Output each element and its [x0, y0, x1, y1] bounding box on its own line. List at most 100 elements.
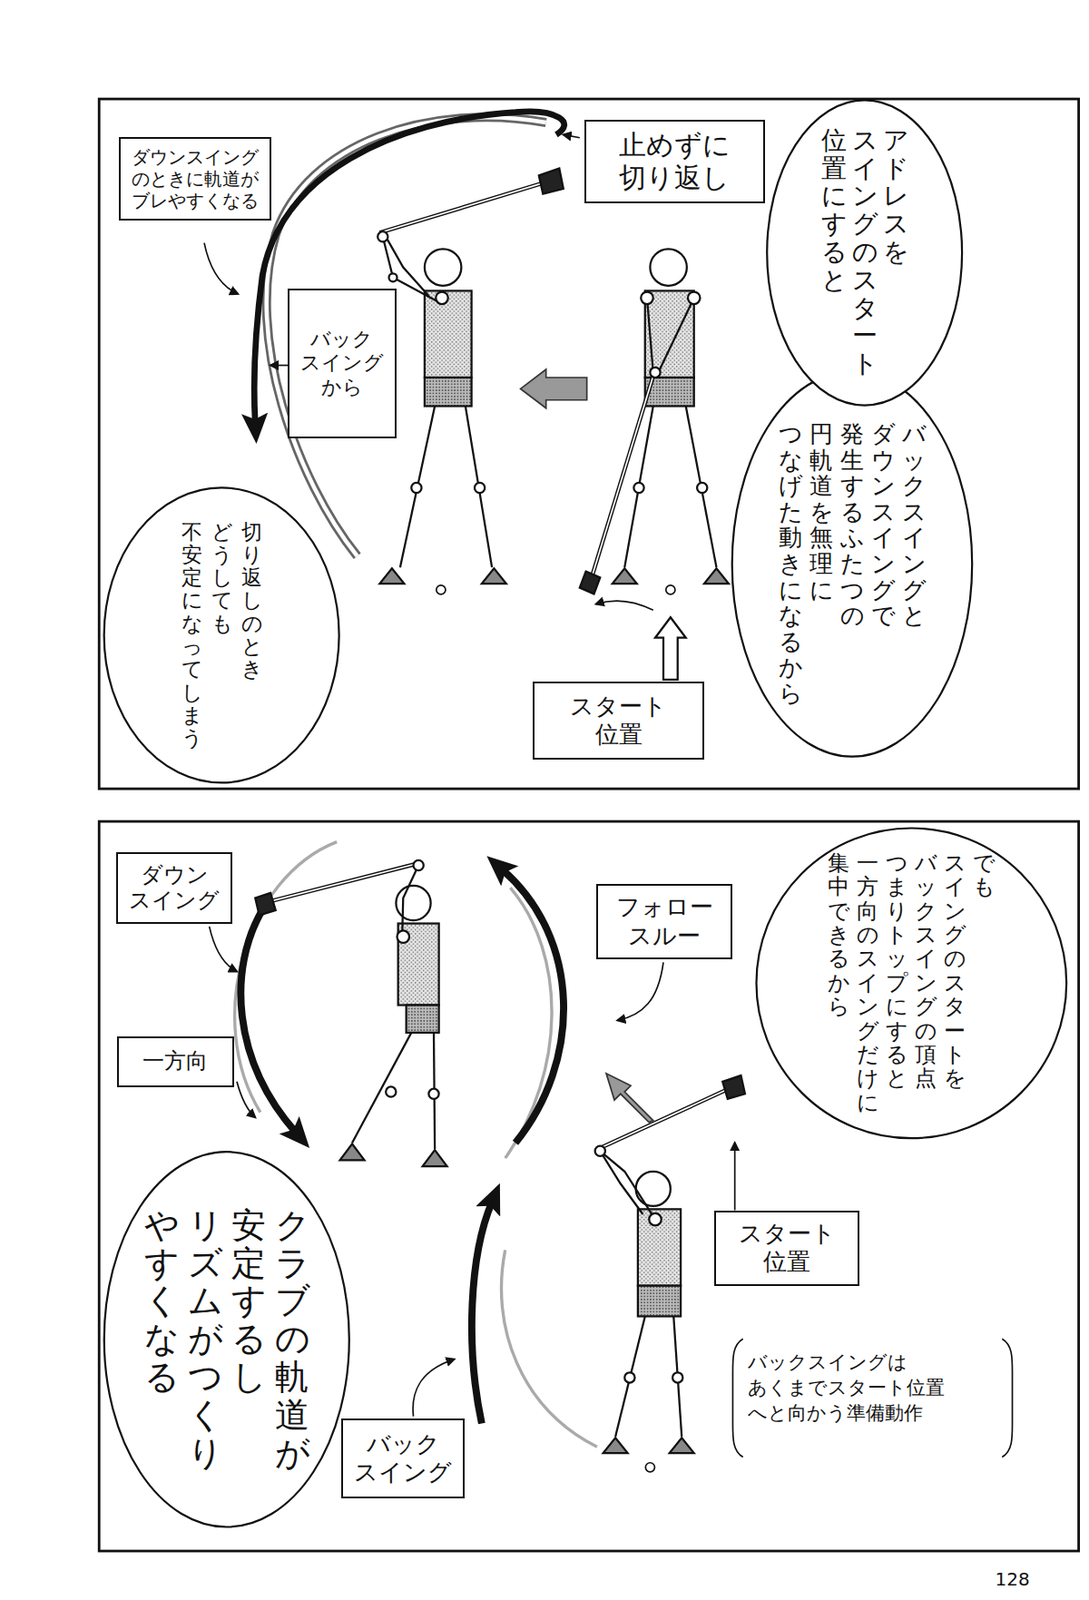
joint: [595, 1146, 606, 1157]
text-column: リズムがつくり: [187, 1206, 223, 1473]
foot: [379, 568, 404, 584]
note-text: バックスイングは あくまでスタート位置 へと向かう準備動作: [747, 1349, 945, 1427]
text-column: 一方向のスイングだけに: [856, 851, 879, 1115]
text-line: 位置: [569, 720, 668, 749]
text-line: のときに軌道が: [131, 167, 259, 190]
node-text: 止めずに 切り返し: [618, 128, 731, 195]
foot: [340, 1143, 365, 1160]
bubble-outline: [755, 827, 1067, 1139]
hips: [406, 1004, 440, 1032]
head: [424, 248, 462, 285]
text-line: スイング: [353, 1458, 452, 1487]
swing-arc: [240, 908, 296, 1133]
hips: [424, 377, 472, 406]
bubble-outline: [104, 488, 340, 784]
joint: [474, 482, 485, 493]
node-text: フォロー スルー: [616, 892, 714, 950]
arm: [402, 864, 419, 937]
hollow-arrow: [655, 617, 687, 680]
club-head: [579, 571, 600, 595]
foot: [612, 568, 638, 584]
joint: [687, 292, 700, 305]
text-line: スルー: [616, 922, 714, 951]
text-line: バック: [353, 1430, 452, 1459]
leader-arrow: [236, 1081, 256, 1118]
text-column: バックスイングと: [902, 421, 926, 629]
text-line: から: [300, 375, 384, 400]
text-line: あくまでスタート位置: [747, 1374, 945, 1401]
arm: [647, 297, 654, 373]
label-box: スタート 位置: [714, 1210, 860, 1286]
club-shaft: [379, 183, 541, 233]
swing-arc: [266, 117, 547, 557]
leg: [686, 405, 717, 568]
text-column: 不安定になってしまう: [181, 520, 203, 751]
foot: [704, 568, 729, 584]
joint: [377, 231, 388, 242]
head: [395, 885, 431, 921]
joint: [397, 930, 410, 942]
text-line: スタート: [738, 1219, 836, 1248]
joint: [389, 273, 398, 282]
node-text: クラブの軌道が 安定するし リズムがつくり やすくなる: [144, 1206, 310, 1473]
text-line: 一方向: [142, 1048, 208, 1075]
golfer-figure: [579, 248, 729, 595]
ball: [645, 1462, 655, 1472]
head: [649, 248, 687, 285]
block-arrow: [520, 369, 588, 409]
leader-arrow: [412, 1359, 454, 1417]
golfer-figure: [255, 860, 447, 1167]
joint: [696, 482, 707, 493]
joint: [411, 482, 422, 493]
panel-frame: [98, 98, 1079, 789]
text-column: バックスイングの頂点: [914, 851, 937, 1091]
text-column: 集中できるから: [827, 851, 850, 1020]
joint: [385, 1086, 396, 1097]
speech-bubble: バックスイングと ダウンスイングで 発生するふたつの 円軌道を無理に つなげた動…: [729, 367, 975, 761]
text-line: バックスイングは: [747, 1349, 945, 1375]
club-shaft: [267, 863, 419, 903]
joint: [435, 292, 448, 305]
page-number: 128: [995, 1567, 1031, 1592]
ball: [436, 585, 446, 595]
label-box: フォロー スルー: [596, 883, 733, 960]
text-column: アドレスを: [882, 127, 909, 267]
block-arrow: [606, 1073, 654, 1123]
text-column: スイングのスタートを: [943, 851, 966, 1091]
text-line: バック: [300, 327, 384, 352]
bubble-outline: [732, 371, 973, 756]
leg: [352, 1032, 412, 1143]
joint: [624, 1372, 635, 1383]
club-shaft: [598, 1089, 727, 1149]
body: [645, 290, 695, 378]
joint: [633, 482, 644, 493]
club-shaft: [379, 183, 541, 233]
node-text: アドレスを スイングのスタート 位置にすると: [821, 127, 909, 379]
text-column: でも: [972, 851, 995, 900]
node-text: バック スイング: [353, 1430, 452, 1487]
node-text: バックスイングと ダウンスイングで 発生するふたつの 円軌道を無理に つなげた動…: [778, 421, 926, 707]
text-column: どうしても: [211, 520, 233, 636]
leader-arrow: [563, 134, 580, 138]
text-line: へと向かう準備動作: [747, 1400, 945, 1426]
label-box: 一方向: [117, 1036, 235, 1088]
label-box: バック スイング から: [287, 288, 397, 439]
leader-arrow: [596, 600, 654, 610]
club-shaft: [267, 863, 419, 903]
text-line: ダウンスイング: [131, 146, 259, 168]
text-column: スイングのスタート: [852, 127, 878, 379]
leader-arrow: [734, 1142, 736, 1210]
club-head: [255, 892, 275, 916]
leg: [615, 1315, 646, 1437]
foot: [603, 1437, 628, 1453]
node-text: スタート 位置: [738, 1219, 836, 1276]
arm: [657, 297, 694, 373]
node-text: 一方向: [142, 1048, 208, 1075]
text-line: ブレやすくなる: [131, 189, 259, 212]
text-column: 発生するふたつの: [840, 421, 864, 629]
foot: [422, 1149, 448, 1167]
speech-bubble: アドレスを スイングのスタート 位置にすると: [765, 97, 964, 409]
text-line: 切り返し: [618, 161, 731, 195]
text-column: やすくなる: [144, 1206, 179, 1397]
arm: [599, 1150, 643, 1215]
